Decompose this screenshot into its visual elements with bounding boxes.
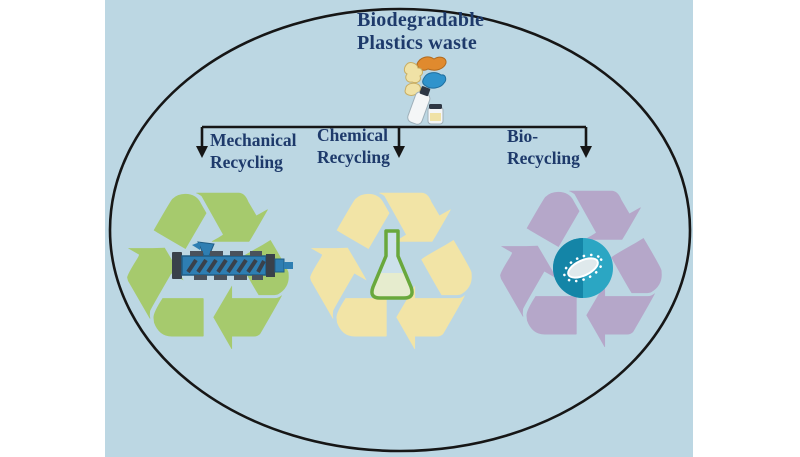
branch-label-bio: Bio- Recycling	[507, 126, 580, 169]
figure-title-line1: Biodegradable	[357, 9, 485, 31]
figure-title: Biodegradable Plastics waste	[357, 9, 484, 55]
waste-pile-icon	[403, 56, 447, 125]
arrow-down-chemical	[393, 146, 405, 158]
yellow-glove-scrap-icon	[403, 62, 423, 84]
arrow-down-mechanical	[196, 146, 208, 158]
arrow-down-bio	[580, 146, 592, 158]
flow-connector	[196, 125, 592, 158]
figure-background-panel	[105, 0, 693, 457]
boundary-ellipse	[108, 7, 692, 453]
extruder-icon	[172, 241, 293, 280]
yellow-plastic-scrap-icon	[404, 82, 421, 96]
plastic-bottle-icon	[407, 86, 431, 125]
branch-label-mechanical-line2: Recycling	[210, 151, 283, 172]
branch-label-mechanical-line1: Mechanical	[210, 130, 297, 150]
branch-label-mechanical: Mechanical Recycling	[210, 130, 297, 173]
branch-label-bio-line2: Recycling	[507, 147, 580, 168]
figure-title-line2: Plastics waste	[357, 32, 477, 54]
microbe-icon	[553, 238, 613, 298]
flask-icon	[370, 229, 414, 300]
plastic-jar-icon	[427, 104, 444, 125]
orange-plastic-scrap-icon	[416, 56, 447, 71]
branch-label-bio-line1: Bio-	[507, 126, 539, 146]
branch-label-chemical: Chemical Recycling	[317, 125, 390, 168]
branch-label-chemical-line2: Recycling	[317, 146, 390, 167]
branch-label-chemical-line1: Chemical	[317, 125, 388, 145]
blue-plastic-bag-icon	[422, 72, 447, 89]
